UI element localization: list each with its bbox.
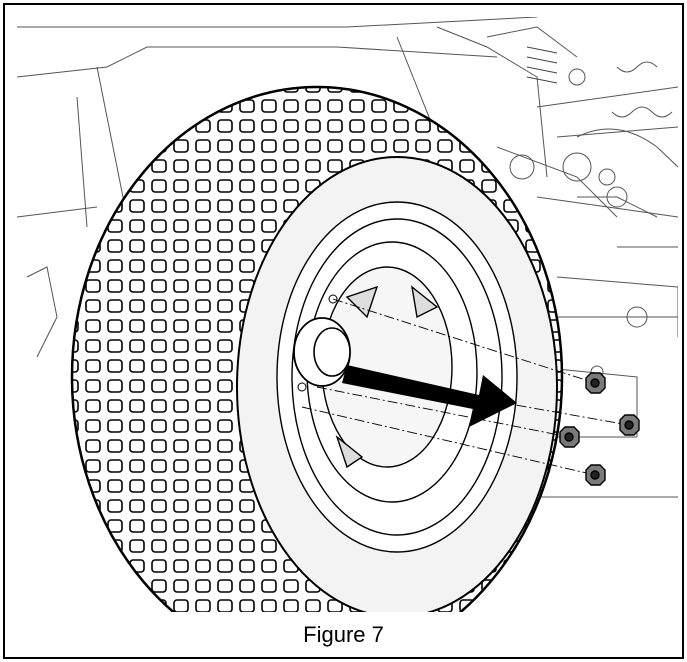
- lug-nuts: [559, 372, 640, 486]
- lug-nut: [585, 464, 606, 486]
- lug-nut: [585, 372, 606, 394]
- spring-part: [526, 46, 558, 84]
- figure-caption: Figure 7: [303, 622, 384, 647]
- wheel-hub: [293, 294, 362, 392]
- wheel-removal-illustration: [17, 17, 678, 612]
- lug-nut: [619, 414, 640, 436]
- figure-frame: Figure 7: [3, 3, 684, 659]
- alignment-lines: [301, 298, 630, 476]
- removal-direction-arrow-icon: [342, 365, 517, 427]
- lug-nut: [559, 426, 580, 448]
